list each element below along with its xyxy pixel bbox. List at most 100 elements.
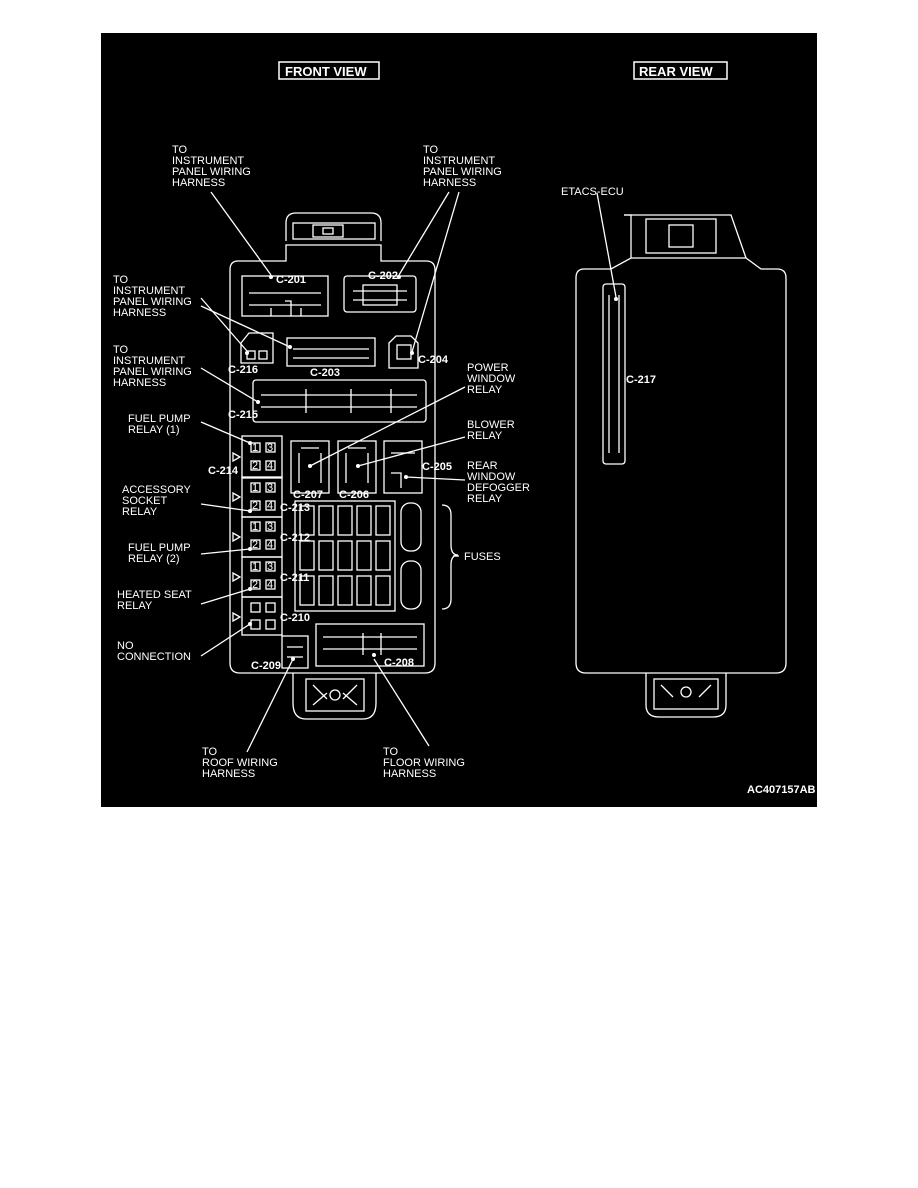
leader-lines: [200, 191, 617, 753]
fuse-slot: [375, 540, 391, 571]
pin-label: 4: [267, 500, 273, 512]
connector-label-c216: C-216: [228, 364, 258, 376]
pin-label: 1: [252, 561, 258, 573]
label-accessory-socket-relay: ACCESSORY SOCKET RELAY: [122, 484, 192, 518]
svg-text:WINDOW: WINDOW: [467, 373, 516, 385]
label-etacs-ecu: ETACS-ECU: [561, 186, 624, 198]
svg-text:PANEL WIRING: PANEL WIRING: [423, 166, 502, 178]
svg-text:TO: TO: [383, 746, 399, 758]
connector-label-c213: C-213: [280, 502, 310, 514]
connector-label-c205: C-205: [422, 461, 452, 473]
svg-text:RELAY: RELAY: [467, 384, 503, 396]
svg-text:HARNESS: HARNESS: [113, 307, 166, 319]
svg-text:FLOOR WIRING: FLOOR WIRING: [383, 757, 465, 769]
svg-text:HARNESS: HARNESS: [383, 768, 436, 780]
junction-block-diagram: FRONT VIEW REAR VIEW: [113, 61, 816, 796]
label-no-connection: NO CONNECTION: [117, 640, 191, 663]
fuse-slot: [299, 575, 315, 606]
fuse-slot: [299, 540, 315, 571]
svg-text:PANEL WIRING: PANEL WIRING: [113, 296, 192, 308]
label-instrument-panel-harness-2: TO INSTRUMENT PANEL WIRING HARNESS: [423, 144, 502, 189]
svg-text:HARNESS: HARNESS: [172, 177, 225, 189]
connector-label-c203: C-203: [310, 367, 340, 379]
figure-code: AC407157AB: [747, 784, 816, 796]
connector-label-c215: C-215: [228, 409, 258, 421]
pin-label: 3: [267, 442, 273, 454]
svg-text:POWER: POWER: [467, 362, 509, 374]
pin-label: 4: [267, 579, 273, 591]
label-instrument-panel-harness-4: TO INSTRUMENT PANEL WIRING HARNESS: [113, 344, 192, 389]
svg-text:CONNECTION: CONNECTION: [117, 651, 191, 663]
label-fuel-pump-relay-2: FUEL PUMP RELAY (2): [128, 542, 191, 565]
connector-label-c207: C-207: [293, 489, 323, 501]
label-fuel-pump-relay-1: FUEL PUMP RELAY (1): [128, 413, 191, 436]
connector-label-c210: C-210: [280, 612, 310, 624]
svg-text:TO: TO: [172, 144, 188, 156]
fuse-slot: [356, 540, 372, 571]
svg-text:RELAY (2): RELAY (2): [128, 553, 180, 565]
svg-text:INSTRUMENT: INSTRUMENT: [172, 155, 244, 167]
fuse-slot: [337, 505, 353, 536]
connector-label-c208: C-208: [384, 657, 414, 669]
pin-label: 1: [252, 442, 258, 454]
connector-c203: [286, 337, 376, 367]
fuse-block: [294, 500, 459, 612]
connector-label-c212: C-212: [280, 532, 310, 544]
connector-c215: [252, 379, 427, 423]
svg-text:RELAY: RELAY: [467, 493, 503, 505]
label-roof-wiring-harness: TO ROOF WIRING HARNESS: [202, 746, 278, 780]
pin-label: 2: [252, 579, 258, 591]
svg-text:SOCKET: SOCKET: [122, 495, 168, 507]
fuse-slot: [318, 540, 334, 571]
pin-label: 3: [267, 521, 273, 533]
fuse-slot: [299, 505, 315, 536]
connector-label-c214: C-214: [208, 465, 239, 477]
svg-text:FUEL PUMP: FUEL PUMP: [128, 542, 191, 554]
svg-text:TO: TO: [202, 746, 218, 758]
svg-text:PANEL WIRING: PANEL WIRING: [172, 166, 251, 178]
rear-view-header: REAR VIEW: [639, 64, 713, 79]
fuse-slot: [356, 575, 372, 606]
svg-text:DEFOGGER: DEFOGGER: [467, 482, 530, 494]
relay-c211: 1 3 2 4: [241, 556, 283, 598]
fuse-slot: [375, 505, 391, 536]
label-instrument-panel-harness-1: TO INSTRUMENT PANEL WIRING HARNESS: [172, 144, 251, 189]
relay-c206: [337, 440, 377, 494]
svg-text:TO: TO: [423, 144, 439, 156]
connector-label-c204: C-204: [418, 354, 449, 366]
connector-c201: [241, 275, 329, 317]
svg-text:ACCESSORY: ACCESSORY: [122, 484, 192, 496]
pin-label: 2: [252, 460, 258, 472]
label-heated-seat-relay: HEATED SEAT RELAY: [117, 589, 192, 612]
fuse-slot: [356, 505, 372, 536]
fuse-slot: [375, 575, 391, 606]
svg-text:HEATED SEAT: HEATED SEAT: [117, 589, 192, 601]
svg-text:HARNESS: HARNESS: [202, 768, 255, 780]
svg-text:ROOF WIRING: ROOF WIRING: [202, 757, 278, 769]
relay-c207: [290, 440, 330, 494]
pin-label: 1: [252, 521, 258, 533]
connector-label-c217: C-217: [626, 374, 656, 386]
svg-text:PANEL WIRING: PANEL WIRING: [113, 366, 192, 378]
pin-label: 2: [252, 500, 258, 512]
pin-label: 3: [267, 482, 273, 494]
leader-dots: [245, 275, 618, 661]
relay-c210: [241, 596, 283, 636]
fuse-slot: [337, 540, 353, 571]
connector-label-c206: C-206: [339, 489, 369, 501]
pin-label: 4: [267, 539, 273, 551]
front-junction-block: [229, 212, 436, 720]
connector-label-c201: C-201: [276, 274, 306, 286]
connector-c202: [343, 275, 417, 313]
svg-text:TO: TO: [113, 274, 129, 286]
pin-label: 3: [267, 561, 273, 573]
svg-text:RELAY: RELAY: [122, 506, 158, 518]
relay-c205: [383, 440, 423, 494]
label-instrument-panel-harness-3: TO INSTRUMENT PANEL WIRING HARNESS: [113, 274, 192, 319]
pin-label: 1: [252, 482, 258, 494]
fuse-slot: [318, 575, 334, 606]
svg-text:RELAY: RELAY: [117, 600, 153, 612]
label-blower-relay: BLOWER RELAY: [467, 419, 515, 442]
connector-c217: [602, 283, 626, 465]
svg-text:HARNESS: HARNESS: [113, 377, 166, 389]
